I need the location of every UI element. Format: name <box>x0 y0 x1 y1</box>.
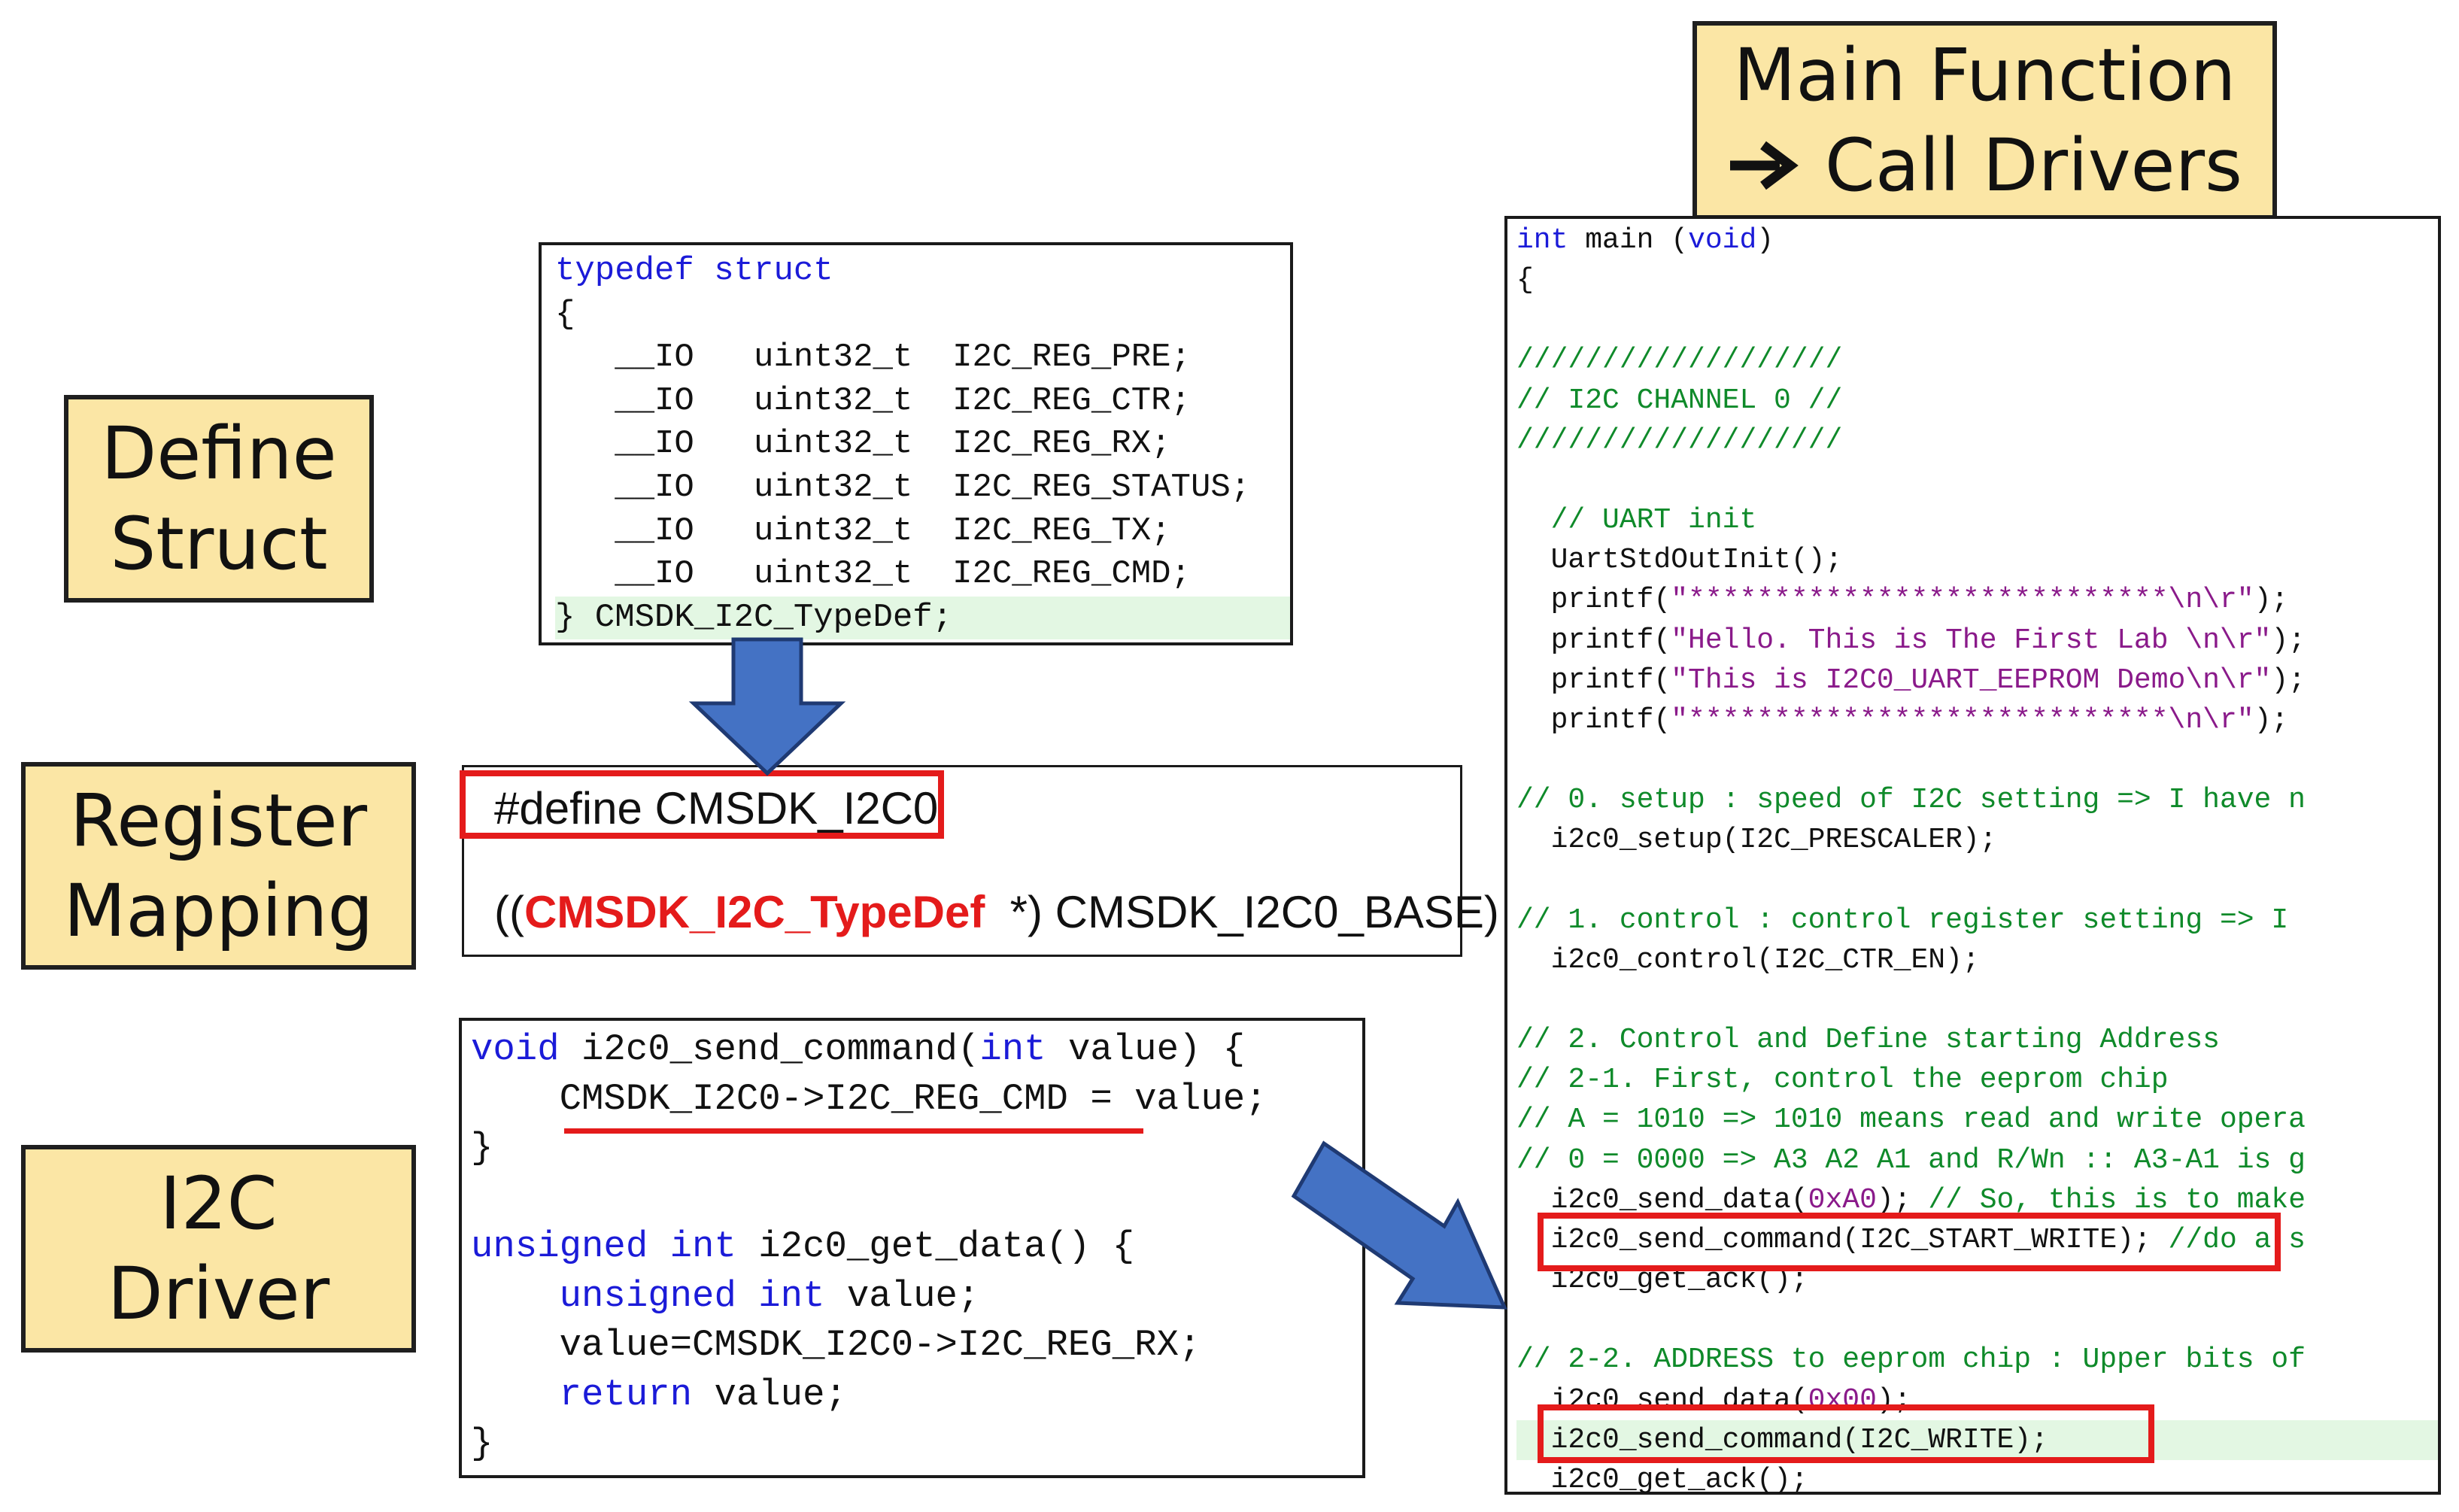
right-arrow-icon <box>1729 141 1799 190</box>
main-code-line: i2c0_send_command(I2C_WRITE); <box>1516 1419 2438 1460</box>
main-code-line: i2c0_get_ack(); <box>1516 1463 1808 1496</box>
struct-code-line: __IO uint32_t I2C_REG_TX; <box>555 512 1171 550</box>
label-define-struct: Define Struct <box>64 395 374 603</box>
label-main-function-call-drivers: Call Drivers <box>1824 123 2243 208</box>
main-code-line: // 0 = 0000 => A3 A2 A1 and R/Wn :: A3-A… <box>1516 1143 2306 1177</box>
struct-code-line: __IO uint32_t I2C_REG_CMD; <box>555 555 1191 594</box>
label-define-struct-line2: Struct <box>110 502 328 586</box>
main-code-line: printf("Hello. This is The First Lab \n\… <box>1516 624 2306 657</box>
struct-code-line: typedef struct <box>555 252 833 290</box>
main-code-line: // 0. setup : speed of I2C setting => I … <box>1516 784 2306 817</box>
label-register-mapping-line1: Register <box>69 779 368 863</box>
main-code-line: ​ <box>1516 861 2438 900</box>
label-register-mapping-line2: Mapping <box>63 869 374 953</box>
driver-code-line: unsigned int i2c0_get_data() { <box>471 1225 1135 1268</box>
label-i2c-driver: I2C Driver <box>21 1145 416 1353</box>
down-arrow <box>688 637 846 776</box>
main-code-line: ​ <box>1516 460 2438 500</box>
label-main-function-line1: Main Function <box>1733 33 2236 117</box>
struct-code: typedef struct { __IO uint32_t I2C_REG_PR… <box>542 250 1290 640</box>
driver-code-line: } <box>471 1422 493 1465</box>
main-code-line: ​ <box>1516 740 2438 780</box>
main-code-line: ​ <box>1516 1300 2438 1340</box>
driver-code-line: } <box>471 1127 493 1169</box>
underline-reg-cmd <box>564 1128 1143 1134</box>
main-code-line: // 2. Control and Define starting Addres… <box>1516 1024 2220 1057</box>
main-code-line: // UART init <box>1550 504 1757 537</box>
main-code-line: { <box>1516 264 1534 297</box>
mapping-base: *) CMSDK_I2C0_BASE) <box>985 887 1499 937</box>
struct-code-line: __IO uint32_t I2C_REG_STATUS; <box>555 468 1251 506</box>
struct-code-panel: typedef struct { __IO uint32_t I2C_REG_PR… <box>539 242 1293 645</box>
main-code-line: i2c0_send_data(0x00); <box>1516 1383 1911 1416</box>
driver-code-line: ​ <box>471 1173 1362 1223</box>
highlight-define-box <box>460 770 944 839</box>
label-main-function-line2: Call Drivers <box>1727 120 2242 211</box>
driver-code-line: CMSDK_I2C0->I2C_REG_CMD = value; <box>471 1077 1267 1120</box>
struct-code-line: __IO uint32_t I2C_REG_PRE; <box>555 339 1191 377</box>
main-code-line: i2c0_send_data(0xA0); // So, this is to … <box>1516 1183 2306 1216</box>
driver-code: void i2c0_send_command(int value) { CMSD… <box>462 1025 1362 1469</box>
main-code-panel: int main (void){​///////////////////// I… <box>1504 216 2441 1496</box>
driver-code-line: value=CMSDK_I2C0->I2C_REG_RX; <box>471 1324 1201 1366</box>
label-main-function: Main Function Call Drivers <box>1692 21 2277 220</box>
main-code-line: ​ <box>1516 980 2438 1020</box>
main-code-line: int main (void) <box>1516 224 1774 257</box>
main-code-line: // 2-2. ADDRESS to eeprom chip : Upper b… <box>1516 1343 2306 1377</box>
mapping-define-line: #define CMSDK_I2C0 <box>494 783 939 833</box>
mapping-cast-line: ((CMSDK_I2C_TypeDef *) CMSDK_I2C0_BASE) <box>494 886 1499 938</box>
main-code-line: i2c0_send_command(I2C_START_WRITE); //do… <box>1516 1223 2306 1256</box>
main-code-line: printf("****************************\n\r… <box>1516 584 2289 617</box>
main-code: int main (void){​///////////////////// I… <box>1507 220 2438 1500</box>
mapping-paren-open: (( <box>494 887 524 937</box>
label-i2c-driver-line1: I2C <box>159 1161 278 1246</box>
label-define-struct-line1: Define <box>101 411 337 496</box>
main-code-line: printf("This is I2C0_UART_EEPROM Demo\n\… <box>1516 663 2306 697</box>
driver-code-line: void i2c0_send_command(int value) { <box>471 1028 1246 1070</box>
main-code-line: /////////////////// <box>1516 344 1843 377</box>
main-code-line: // 2-1. First, control the eeprom chip <box>1516 1064 2169 1097</box>
highlight-start-write-box <box>1538 1213 2281 1271</box>
driver-code-panel: void i2c0_send_command(int value) { CMSD… <box>459 1018 1365 1478</box>
driver-code-line: return value; <box>559 1373 847 1416</box>
main-code-line: i2c0_setup(I2C_PRESCALER); <box>1516 824 1997 857</box>
label-i2c-driver-line2: Driver <box>107 1252 330 1336</box>
diagonal-arrow <box>1291 1140 1507 1310</box>
main-code-line: // 1. control : control register setting… <box>1516 903 2289 937</box>
main-code-line: // I2C CHANNEL 0 // <box>1516 384 1843 417</box>
struct-code-line: __IO uint32_t I2C_REG_RX; <box>555 425 1171 463</box>
struct-code-line: { <box>555 295 575 333</box>
main-code-line: /////////////////// <box>1516 424 1843 457</box>
main-code-line: // A = 1010 => 1010 means read and write… <box>1516 1104 2306 1137</box>
highlight-write-box <box>1538 1404 2154 1463</box>
struct-code-line: } CMSDK_I2C_TypeDef; <box>555 596 1290 640</box>
main-code-line: ​ <box>1516 300 2438 340</box>
struct-code-line: __IO uint32_t I2C_REG_CTR; <box>555 381 1191 420</box>
main-code-line: UartStdOutInit(); <box>1516 544 1843 577</box>
register-mapping-panel: #define CMSDK_I2C0 ((CMSDK_I2C_TypeDef *… <box>462 765 1499 957</box>
main-code-line: printf("****************************\n\r… <box>1516 703 2289 736</box>
main-code-line: i2c0_control(I2C_CTR_EN); <box>1516 943 1980 976</box>
driver-code-line: unsigned int value; <box>559 1274 980 1317</box>
mapping-typedef-name: CMSDK_I2C_TypeDef <box>524 887 985 937</box>
label-register-mapping: Register Mapping <box>21 762 416 970</box>
